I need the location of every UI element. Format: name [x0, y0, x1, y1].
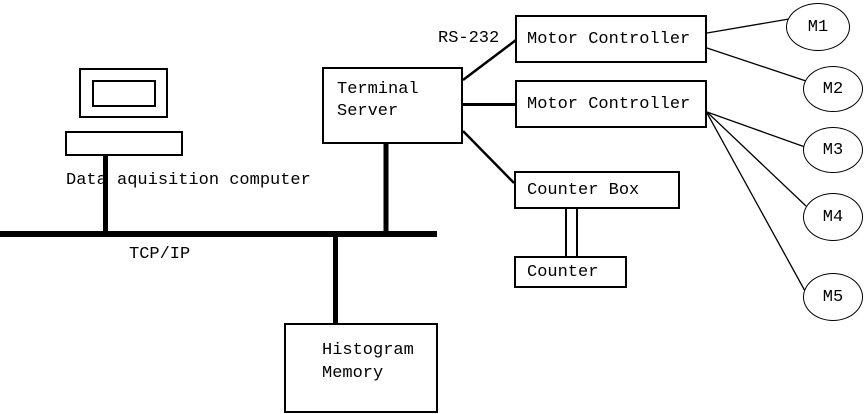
computer-screen-icon: [92, 80, 156, 107]
counter-label: Counter: [527, 262, 599, 282]
tcpip-label: TCP/IP: [129, 245, 191, 264]
histogram-memory-label-line2: Memory: [322, 364, 384, 383]
motor-m3-ellipse: M3: [803, 127, 863, 173]
counter-box-label: Counter Box: [527, 180, 640, 200]
histogram-memory-label-line1: Histogram: [322, 341, 414, 360]
rs232-label: RS-232: [438, 29, 500, 48]
motor-m1-ellipse: M1: [786, 3, 850, 51]
computer-keyboard-icon: [65, 131, 183, 156]
motor-m2-ellipse: M2: [803, 66, 863, 112]
motor-m4-label: M4: [822, 207, 844, 227]
motor-m5-label: M5: [822, 287, 844, 307]
motor-m1-label: M1: [807, 17, 829, 37]
motor-m3-label: M3: [822, 140, 844, 160]
motor-m4-ellipse: M4: [803, 193, 863, 241]
mc2-to-m3-line: [706, 111, 806, 148]
motor-controller-2-label: Motor Controller: [527, 94, 691, 114]
mc2-to-m5-line: [706, 112, 806, 292]
counter-box-box: Counter Box: [514, 171, 680, 209]
counter-box: Counter: [514, 256, 627, 288]
motor-controller-1-label: Motor Controller: [527, 29, 691, 49]
histogram-memory-box: Histogram Memory: [284, 323, 438, 413]
mc1-to-m1-line: [706, 18, 790, 34]
computer-label: Data aquisition computer: [66, 171, 311, 190]
mc2-to-m4-line: [706, 111, 807, 207]
ts-to-motor-controller-1-line: [462, 39, 517, 81]
terminal-server-box: Terminal Server: [322, 67, 463, 144]
ts-to-counter-box-line: [462, 130, 515, 184]
terminal-server-label-line2: Server: [337, 102, 399, 121]
mc1-to-m2-line: [706, 47, 807, 82]
motor-controller-2-box: Motor Controller: [515, 80, 707, 128]
motor-m5-ellipse: M5: [803, 273, 863, 321]
motor-m2-label: M2: [822, 79, 844, 99]
motor-controller-1-box: Motor Controller: [515, 15, 707, 63]
terminal-server-label-line1: Terminal: [337, 80, 419, 99]
